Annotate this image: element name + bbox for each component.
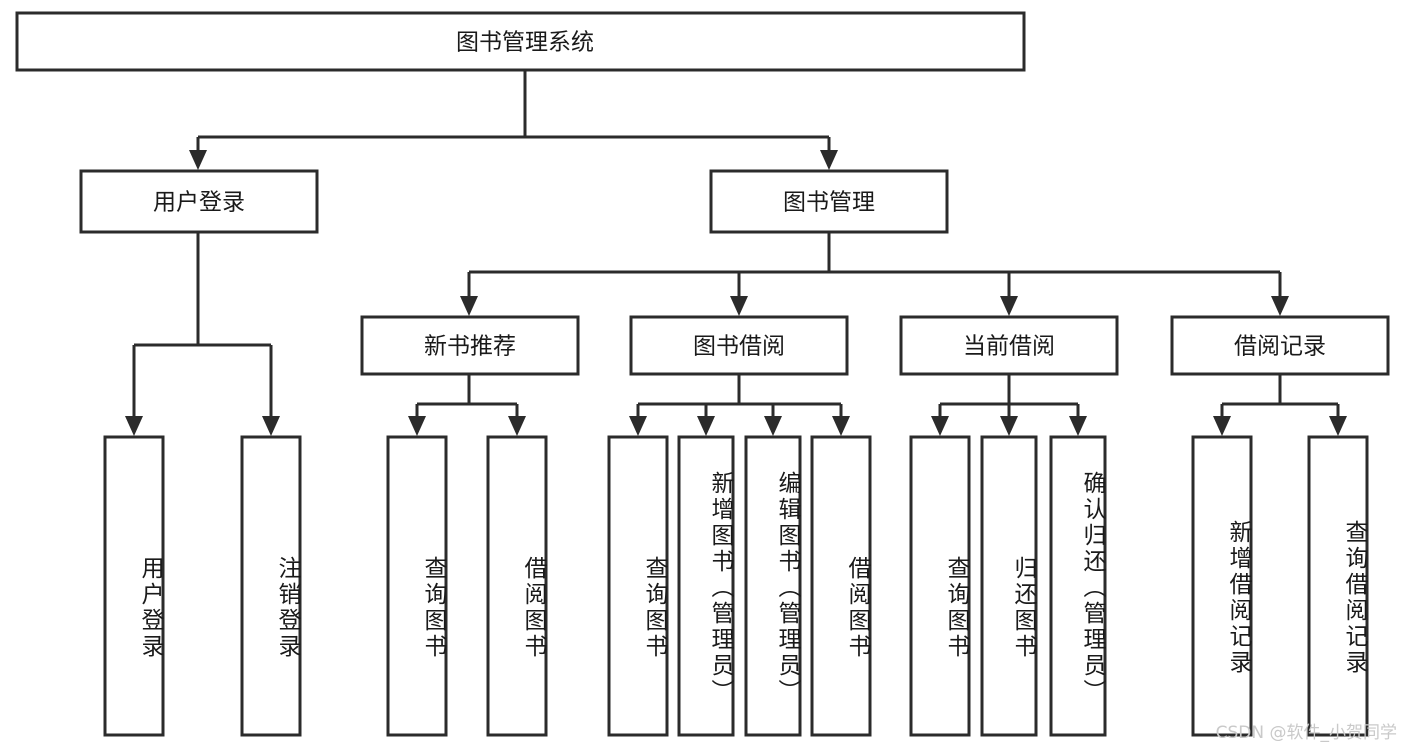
node-label-leaf-user-login: 用户登录 — [137, 556, 163, 660]
horizontal-label-layer: 图书管理系统 用户登录 图书管理 新书推荐 图书借阅 当前借阅 借阅记录 — [153, 30, 1326, 360]
node-label-leaf-nbr-query-book: 查询图书 — [420, 556, 446, 660]
node-label-current-borrow: 当前借阅 — [963, 334, 1055, 360]
node-box-leaf-bb-edit-book[interactable] — [744, 435, 802, 737]
node-box-leaf-br-add-record[interactable] — [1191, 435, 1253, 737]
node-label-borrow-record: 借阅记录 — [1234, 334, 1326, 360]
node-box-current-borrow[interactable] — [899, 315, 1119, 376]
arrow-head-nbr-leaf-2 — [508, 416, 526, 436]
node-box-leaf-cb-query-book[interactable] — [909, 435, 971, 737]
node-box-leaf-cb-return-book[interactable] — [980, 435, 1038, 737]
arrow-head-book-manage — [820, 150, 838, 170]
node-label-leaf-cb-return-book: 归还图书 — [1010, 556, 1036, 660]
node-box-layer — [15, 11, 1390, 737]
node-box-book-manage[interactable] — [709, 169, 949, 234]
arrow-head-new-book-rec — [460, 296, 478, 316]
node-label-leaf-logout: 注销登录 — [274, 556, 300, 660]
node-box-leaf-nbr-borrow-book[interactable] — [486, 435, 548, 737]
node-box-new-book-recommend[interactable] — [360, 315, 580, 376]
node-label-leaf-br-query-record: 查询借阅记录 — [1341, 520, 1367, 676]
node-box-leaf-br-query-record[interactable] — [1307, 435, 1369, 737]
arrow-head-bb-leaf-3 — [764, 416, 782, 436]
arrow-head-leaf-logout — [262, 416, 280, 436]
arrow-head-borrow-record — [1271, 296, 1289, 316]
arrow-head-current-borrow — [1000, 296, 1018, 316]
node-box-leaf-logout[interactable] — [240, 435, 302, 737]
node-box-leaf-user-login[interactable] — [103, 435, 165, 737]
arrow-head-leaf-user-login — [125, 416, 143, 436]
arrow-head-bb-leaf-2 — [697, 416, 715, 436]
arrow-head-bb-leaf-1 — [629, 416, 647, 436]
arrow-head-bb-leaf-4 — [832, 416, 850, 436]
node-label-leaf-nbr-borrow-book: 借阅图书 — [520, 556, 546, 660]
arrow-head-br-leaf-2 — [1329, 416, 1347, 436]
node-label-leaf-bb-borrow-book: 借阅图书 — [844, 556, 870, 660]
arrow-head-book-borrow — [730, 296, 748, 316]
node-label-book-borrow: 图书借阅 — [693, 334, 785, 360]
node-box-user-login[interactable] — [79, 169, 319, 234]
csdn-watermark: CSDN @软件_小贺同学 — [1215, 723, 1397, 743]
node-label-book-manage: 图书管理 — [783, 190, 875, 216]
node-label-new-book-recommend: 新书推荐 — [424, 334, 516, 360]
arrow-head-nbr-leaf-1 — [408, 416, 426, 436]
node-box-book-borrow[interactable] — [629, 315, 849, 376]
node-box-leaf-bb-add-book[interactable] — [677, 435, 735, 737]
node-label-leaf-bb-edit-book: 编辑图书（管理员） — [774, 471, 800, 705]
arrow-head-cb-leaf-2 — [1000, 416, 1018, 436]
arrow-head-user-login — [189, 150, 207, 170]
node-label-leaf-br-add-record: 新增借阅记录 — [1225, 520, 1251, 676]
arrow-head-cb-leaf-3 — [1069, 416, 1087, 436]
node-label-leaf-cb-query-book: 查询图书 — [943, 556, 969, 660]
node-label-user-login: 用户登录 — [153, 190, 245, 216]
node-label-root: 图书管理系统 — [456, 30, 594, 56]
arrow-head-cb-leaf-1 — [931, 416, 949, 436]
arrow-head-br-leaf-1 — [1213, 416, 1231, 436]
node-box-leaf-bb-query-book[interactable] — [607, 435, 669, 737]
connector-layer — [125, 70, 1347, 436]
node-box-leaf-bb-borrow-book[interactable] — [810, 435, 872, 737]
node-label-leaf-bb-query-book: 查询图书 — [641, 556, 667, 660]
node-box-leaf-cb-confirm-return[interactable] — [1049, 435, 1107, 737]
node-box-leaf-nbr-query-book[interactable] — [386, 435, 448, 737]
node-box-root[interactable] — [15, 11, 1026, 72]
node-label-leaf-bb-add-book: 新增图书（管理员） — [707, 471, 733, 705]
node-box-borrow-record[interactable] — [1170, 315, 1390, 376]
node-label-leaf-cb-confirm-return: 确认归还（管理员） — [1079, 471, 1105, 705]
